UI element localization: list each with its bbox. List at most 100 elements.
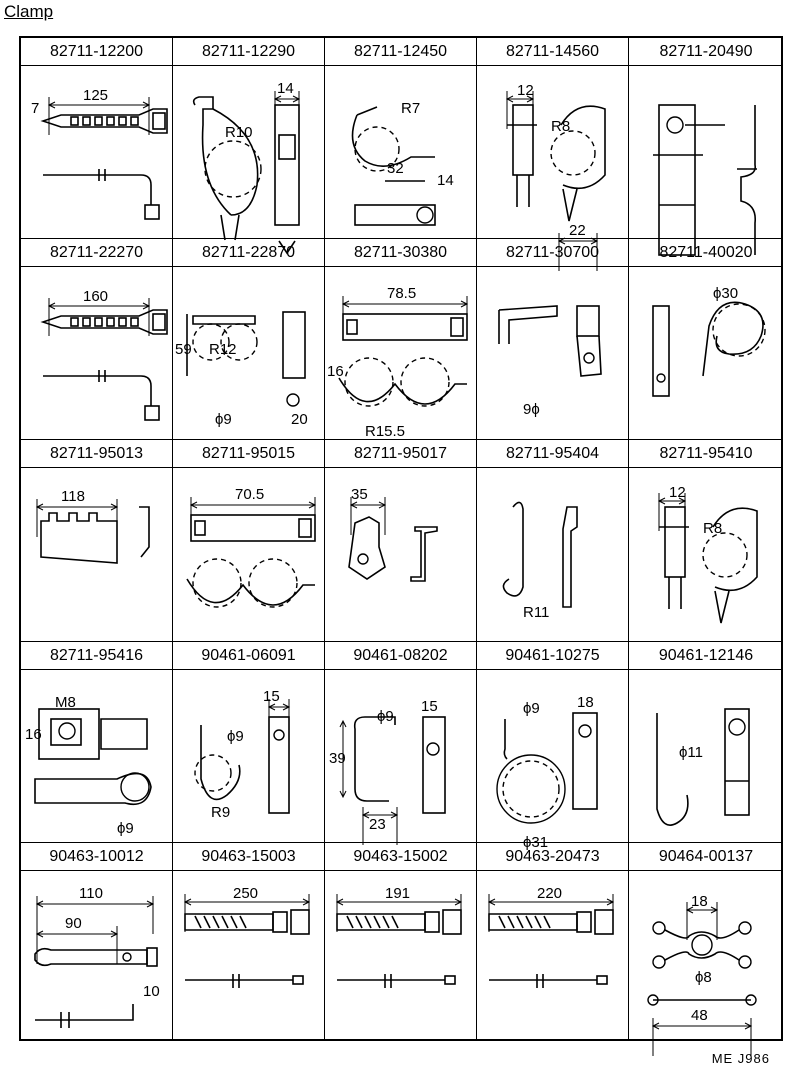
drawing-stroke — [118, 116, 127, 126]
drawing-stroke — [652, 305, 670, 397]
drawing-stroke — [100, 718, 148, 750]
dimension-label: 9ϕ — [523, 401, 540, 418]
drawing-stroke — [40, 512, 118, 564]
drawing-stroke — [594, 909, 614, 935]
part-number: 82711-95015 — [173, 441, 324, 468]
drawing-stroke — [341, 300, 350, 308]
part-number: 90461-10275 — [477, 643, 628, 670]
drawing-stroke — [507, 915, 515, 929]
part-drawing: ϕ11 — [656, 708, 750, 826]
drawing-stroke — [70, 116, 79, 126]
drawing-stroke — [43, 375, 152, 406]
drawing-stroke — [659, 526, 689, 609]
dimension-label: 18 — [691, 893, 708, 910]
drawing-stroke — [192, 96, 259, 216]
drawing-stroke — [557, 237, 566, 245]
drawing-stroke — [516, 915, 524, 929]
dashed-radius-circle — [220, 323, 258, 361]
drawing-stroke — [34, 772, 152, 806]
dimension-label: 12 — [669, 484, 686, 501]
drawing-stroke — [512, 104, 534, 176]
part-number: 90463-10012 — [21, 844, 172, 871]
page-title: Clamp — [4, 2, 54, 21]
drawing-stroke — [534, 915, 542, 929]
part-number: 82711-95404 — [477, 441, 628, 468]
dashed-radius-circle — [204, 140, 262, 198]
drawing-stroke — [744, 1022, 753, 1030]
dimension-label: 90 — [65, 915, 82, 932]
dimension-label: 22 — [569, 222, 586, 239]
drawing-stroke — [653, 154, 703, 206]
drawing-stroke — [118, 317, 127, 327]
drawing-stroke — [146, 900, 155, 908]
part-number: 90461-12146 — [629, 643, 783, 670]
drawing-stroke — [373, 915, 381, 929]
part-drawing: 35 — [348, 486, 438, 582]
hole-circle — [652, 921, 666, 935]
dimension-label: ϕ9 — [117, 820, 134, 837]
dimension-label: 78.5 — [387, 285, 416, 302]
hole-circle — [738, 955, 752, 969]
drawing-stroke — [278, 134, 296, 160]
dimension-label: 14 — [277, 80, 294, 97]
drawing-stroke — [498, 305, 558, 344]
drawing-stroke — [337, 974, 445, 988]
drawing-stroke — [35, 1004, 134, 1028]
drawing-stroke — [144, 204, 160, 220]
dimension-label: ϕ11 — [679, 744, 703, 761]
dimension-label: 23 — [369, 816, 386, 833]
part-drawing: R11 — [502, 501, 578, 621]
drawing-stroke — [274, 104, 300, 226]
drawing-stroke — [454, 898, 463, 906]
drawing-stroke — [94, 116, 103, 126]
hole-circle — [357, 553, 369, 565]
part-number: 82711-12290 — [173, 39, 324, 66]
hole-circle — [738, 921, 752, 935]
drawing-stroke — [230, 915, 238, 929]
hole-circle — [578, 724, 592, 738]
dimension-label: 16 — [327, 363, 344, 380]
drawing-stroke — [576, 335, 602, 377]
dimension-label: 15 — [263, 688, 280, 705]
hole-circle — [647, 994, 659, 1006]
dashed-radius-circle — [502, 760, 560, 818]
drawing-stroke — [106, 116, 115, 126]
part-cell: 82711-20490 — [629, 38, 783, 256]
dimension-label: 35 — [351, 486, 368, 503]
dashed-radius-circle — [192, 323, 230, 361]
dimension-label: R8 — [703, 520, 722, 537]
part-number: 82711-14560 — [477, 39, 628, 66]
drawing-stroke — [685, 906, 694, 914]
drawing-stroke — [40, 309, 168, 335]
drawing-stroke — [94, 317, 103, 327]
drawing-stroke — [98, 169, 106, 181]
dashed-radius-circle — [248, 558, 298, 608]
dashed-radius-circle — [400, 357, 450, 407]
drawing-stroke — [342, 313, 468, 341]
drawing-stroke — [351, 106, 435, 167]
drawing-stroke — [282, 703, 291, 711]
dimension-label: 125 — [83, 87, 108, 104]
drawing-stroke — [489, 974, 597, 988]
dashed-radius-circle — [550, 130, 596, 176]
drawing-stroke — [353, 716, 396, 802]
dimension-label: ϕ9 — [215, 411, 232, 428]
dimension-label: 14 — [437, 172, 454, 189]
part-number: 90461-06091 — [173, 643, 324, 670]
drawing-stroke — [98, 370, 106, 382]
part-drawing: 9ϕ — [498, 305, 602, 418]
dimension-label: 12 — [517, 82, 534, 99]
drawing-stroke — [450, 317, 464, 337]
part-cell: 90461-12146 ϕ11 — [629, 642, 783, 843]
